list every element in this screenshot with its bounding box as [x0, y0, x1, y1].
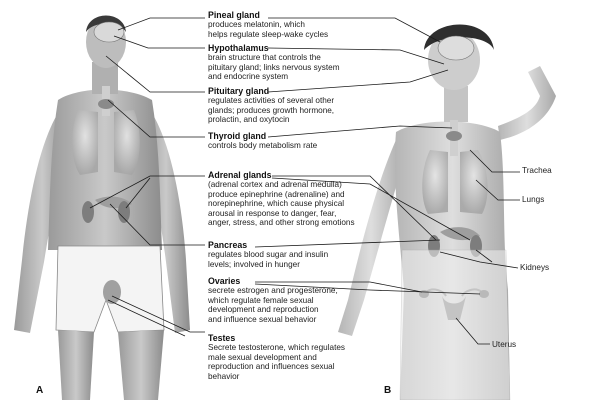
panel-letter-b: B — [384, 385, 391, 396]
testes-name: Testes — [208, 333, 345, 343]
ovaries-name: Ovaries — [208, 276, 338, 286]
hypothalamus-desc: brain structure that controls the pituit… — [208, 53, 340, 81]
adrenal-glands-desc: (adrenal cortex and adrenal medulla) pro… — [208, 180, 355, 227]
pituitary-gland-name: Pituitary gland — [208, 86, 334, 96]
panel-letter-a: A — [36, 385, 43, 396]
pineal-gland-desc: produces melatonin, which helps regulate… — [208, 20, 328, 39]
hypothalamus-name: Hypothalamus — [208, 43, 340, 53]
thyroid-gland-name: Thyroid gland — [208, 131, 317, 141]
male-figure — [14, 16, 190, 400]
ovaries-desc: secrete estrogen and progesterone, which… — [208, 286, 338, 324]
trachea-label: Trachea — [522, 166, 552, 175]
lungs-label: Lungs — [522, 195, 544, 204]
testes-desc: Secrete testosterone, which regulates ma… — [208, 343, 345, 381]
pancreas-desc: regulates blood sugar and insulin levels… — [208, 250, 328, 269]
pineal-gland-name: Pineal gland — [208, 10, 328, 20]
pituitary-gland-desc: regulates activities of several other gl… — [208, 96, 334, 124]
uterus-label: Uterus — [492, 340, 516, 349]
pancreas-name: Pancreas — [208, 240, 328, 250]
adrenal-glands-label: Adrenal glands(adrenal cortex and adrena… — [208, 170, 355, 228]
thyroid-gland-desc: controls body metabolism rate — [208, 141, 317, 150]
adrenal-glands-name: Adrenal glands — [208, 170, 355, 180]
kidneys-label: Kidneys — [520, 263, 549, 272]
female-figure — [338, 24, 556, 400]
